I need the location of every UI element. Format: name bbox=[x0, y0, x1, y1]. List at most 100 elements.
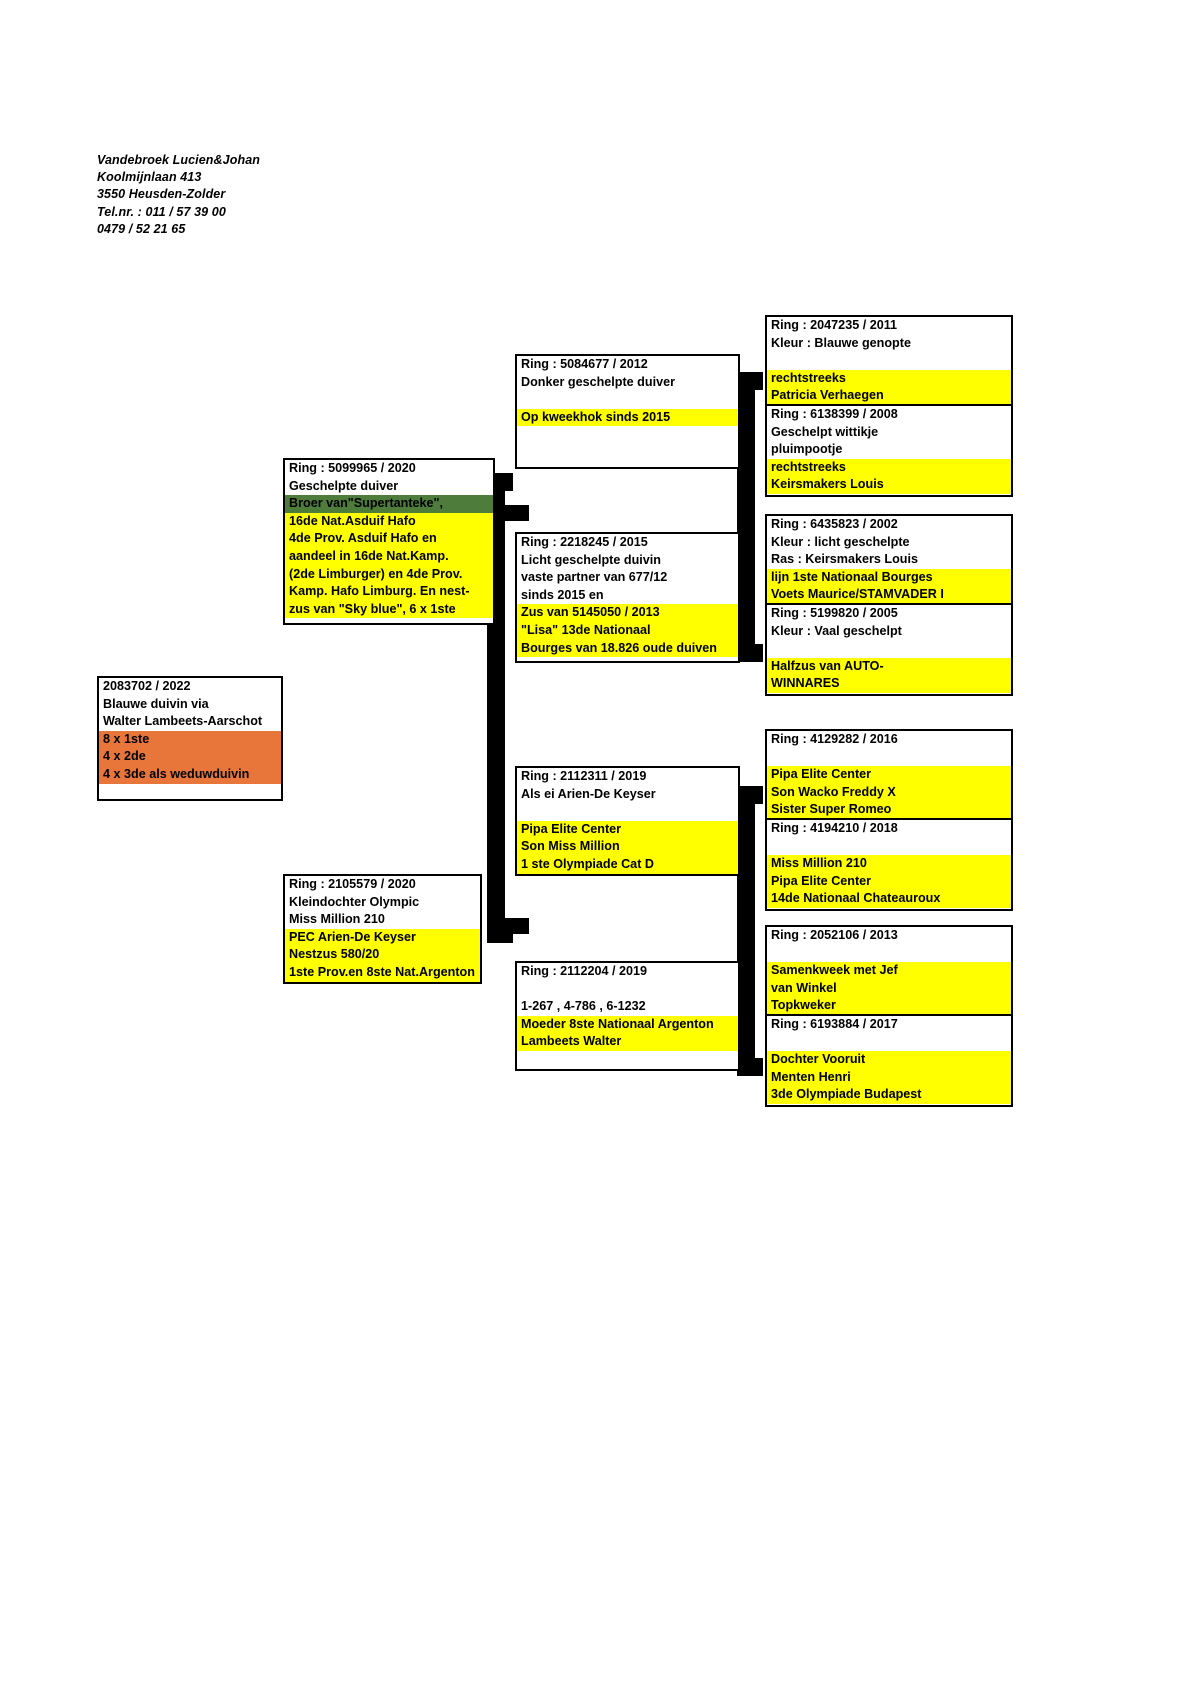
dam-dam-line-note-1: Moeder 8ste Nationaal Argenton bbox=[517, 1015, 738, 1034]
sd-dam-line-ring: Ring : 5199820 / 2005 bbox=[771, 606, 898, 620]
connector-sire-gen2-bottom-stub bbox=[737, 644, 763, 662]
sire-line-ring: Ring : 5099965 / 2020 bbox=[289, 461, 416, 475]
dam-line-desc-1: Kleindochter Olympic bbox=[289, 894, 420, 909]
sire-dam-line-note-1: Zus van 5145050 / 2013 bbox=[517, 604, 738, 622]
dam-sire-line-spacer bbox=[517, 803, 738, 821]
ds-dam-line-note-2: Pipa Elite Center bbox=[767, 872, 1011, 891]
sire-dam-line-color: Licht geschelpte duivin bbox=[521, 552, 661, 567]
ss-sire-line-note-1: rechtstreeks bbox=[767, 369, 1011, 388]
dd-sire-line-ring: Ring : 2052106 / 2013 bbox=[771, 928, 898, 942]
sd-dam-line-spacer bbox=[767, 640, 1011, 658]
ds-sire-line-note-3: Sister Super Romeo bbox=[767, 801, 1011, 819]
dd-dam-line-note-1: Dochter Vooruit bbox=[767, 1051, 1011, 1069]
sire-dam-line-note-3: Bourges van 18.826 oude duiven bbox=[517, 639, 738, 658]
sire-dam-box[interactable]: Ring : 2218245 / 2015 Licht geschelpte d… bbox=[515, 532, 740, 663]
ss-dam-line-color: Geschelpt wittikje bbox=[771, 424, 879, 439]
ss-sire-line-color: Kleur : Blauwe genopte bbox=[771, 335, 911, 350]
dam-sire-dam-box[interactable]: Ring : 4194210 / 2018 Miss Million 210 P… bbox=[765, 818, 1013, 911]
sd-dam-line-note-1: Halfzus van AUTO- bbox=[767, 657, 1011, 676]
sire-sire-box[interactable]: Ring : 5084677 / 2012 Donker geschelpte … bbox=[515, 354, 740, 469]
ds-sire-line-note-2: Son Wacko Freddy X bbox=[767, 783, 1011, 802]
sd-sire-line-note-2: Voets Maurice/STAMVADER I bbox=[767, 586, 1011, 604]
dd-sire-line-spacer bbox=[767, 945, 1011, 963]
sd-sire-line-color: Kleur : licht geschelpte bbox=[771, 534, 910, 549]
connector-sire-gen2-vertical bbox=[737, 372, 755, 662]
sire-line-note-4: (2de Limburger) en 4de Prov. bbox=[285, 565, 493, 584]
ss-dam-line-ring: Ring : 6138399 / 2008 bbox=[771, 407, 898, 421]
ss-sire-line-ring: Ring : 2047235 / 2011 bbox=[771, 318, 898, 332]
dd-sire-line-note-2: van Winkel bbox=[767, 979, 1011, 998]
subject-line-third: 4 x 3de als weduwduivin bbox=[99, 765, 281, 784]
dam-line-note-1: PEC Arien-De Keyser bbox=[285, 928, 480, 947]
breeder-mobile: 0479 / 52 21 65 bbox=[97, 221, 186, 236]
sire-sire-line-spacer-3 bbox=[517, 444, 738, 462]
sd-sire-line-note-1: lijn 1ste Nationaal Bourges bbox=[767, 568, 1011, 587]
subject-line-ring: 2083702 / 2022 bbox=[103, 679, 191, 693]
subject-box[interactable]: 2083702 / 2022 Blauwe duivin via Walter … bbox=[97, 676, 283, 801]
sire-dam-line-ring: Ring : 2218245 / 2015 bbox=[521, 535, 648, 549]
dam-dam-sire-box[interactable]: Ring : 2052106 / 2013 Samenkweek met Jef… bbox=[765, 925, 1013, 1018]
sire-dam-sire-box[interactable]: Ring : 6435823 / 2002 Kleur : licht gesc… bbox=[765, 514, 1013, 607]
ds-sire-line-note-1: Pipa Elite Center bbox=[767, 766, 1011, 784]
sire-dam-line-desc-2: sinds 2015 en bbox=[521, 587, 604, 602]
sire-line-note-2: 4de Prov. Asduif Hafo en bbox=[285, 530, 493, 548]
sd-sire-line-breed: Ras : Keirsmakers Louis bbox=[771, 552, 918, 567]
ds-dam-line-ring: Ring : 4194210 / 2018 bbox=[771, 821, 898, 835]
breeder-street: Koolmijnlaan 413 bbox=[97, 170, 202, 185]
dam-sire-line-note-1: Pipa Elite Center bbox=[517, 820, 738, 839]
ss-dam-line-detail: pluimpootje bbox=[771, 442, 843, 457]
connector-dam-gen2-top-stub bbox=[737, 786, 763, 804]
ss-sire-line-spacer bbox=[767, 352, 1011, 370]
dam-dam-line-results: 1-267 , 4-786 , 6-1232 bbox=[521, 999, 646, 1014]
sire-line-note-6: zus van "Sky blue", 6 x 1ste bbox=[285, 600, 493, 619]
sd-dam-line-color: Kleur : Vaal geschelpt bbox=[771, 623, 902, 638]
breeder-details: Vandebroek Lucien&Johan Koolmijnlaan 413… bbox=[97, 152, 260, 238]
sire-sire-line-ring: Ring : 5084677 / 2012 bbox=[521, 357, 648, 371]
dam-box[interactable]: Ring : 2105579 / 2020 Kleindochter Olymp… bbox=[283, 874, 482, 984]
ss-dam-line-note-2: Keirsmakers Louis bbox=[767, 476, 1011, 494]
dd-sire-line-note-3: Topkweker bbox=[767, 997, 1011, 1015]
dd-dam-line-ring: Ring : 6193884 / 2017 bbox=[771, 1017, 898, 1031]
sire-sire-line-spacer-2 bbox=[517, 426, 738, 444]
dd-dam-line-note-2: Menten Henri bbox=[767, 1068, 1011, 1087]
sire-box[interactable]: Ring : 5099965 / 2020 Geschelpte duiver … bbox=[283, 458, 495, 625]
dam-dam-line-note-2: Lambeets Walter bbox=[517, 1033, 738, 1051]
sire-dam-dam-box[interactable]: Ring : 5199820 / 2005 Kleur : Vaal gesch… bbox=[765, 603, 1013, 696]
sire-line-color: Geschelpte duiver bbox=[289, 478, 399, 493]
sire-sire-line-note: Op kweekhok sinds 2015 bbox=[517, 408, 738, 427]
sd-dam-line-note-2: WINNARES bbox=[767, 675, 1011, 693]
sire-sire-dam-box[interactable]: Ring : 6138399 / 2008 Geschelpt wittikje… bbox=[765, 404, 1013, 497]
sd-sire-line-ring: Ring : 6435823 / 2002 bbox=[771, 517, 898, 531]
ss-dam-line-note-1: rechtstreeks bbox=[767, 458, 1011, 477]
sire-sire-sire-box[interactable]: Ring : 2047235 / 2011 Kleur : Blauwe gen… bbox=[765, 315, 1013, 408]
ds-dam-line-note-1: Miss Million 210 bbox=[767, 855, 1011, 873]
ds-sire-line-spacer bbox=[767, 749, 1011, 767]
dam-sire-line-ring: Ring : 2112311 / 2019 bbox=[521, 769, 647, 783]
dam-dam-box[interactable]: Ring : 2112204 / 2019 1-267 , 4-786 , 6-… bbox=[515, 961, 740, 1071]
connector-sire-gen2-top-stub bbox=[737, 372, 763, 390]
connector-sire-gen2-inlet bbox=[487, 505, 529, 521]
dam-sire-line-desc: Als ei Arien-De Keyser bbox=[521, 786, 656, 801]
dam-sire-box[interactable]: Ring : 2112311 / 2019 Als ei Arien-De Ke… bbox=[515, 766, 740, 876]
dd-dam-line-spacer bbox=[767, 1034, 1011, 1052]
sire-sire-line-spacer-1 bbox=[517, 391, 738, 409]
dam-line-note-2: Nestzus 580/20 bbox=[285, 946, 480, 964]
dam-sire-line-note-3: 1 ste Olympiade Cat D bbox=[517, 855, 738, 874]
dam-dam-dam-box[interactable]: Ring : 6193884 / 2017 Dochter Vooruit Me… bbox=[765, 1014, 1013, 1107]
ds-sire-line-ring: Ring : 4129282 / 2016 bbox=[771, 732, 898, 746]
dam-line-ring: Ring : 2105579 / 2020 bbox=[289, 877, 416, 891]
dam-line-note-3: 1ste Prov.en 8ste Nat.Argenton bbox=[285, 963, 480, 982]
ds-dam-line-spacer bbox=[767, 838, 1011, 856]
breeder-city: 3550 Heusden-Zolder bbox=[97, 187, 226, 202]
dd-dam-line-note-3: 3de Olympiade Budapest bbox=[767, 1086, 1011, 1104]
subject-line-via: Walter Lambeets-Aarschot bbox=[103, 714, 263, 729]
subject-line-second: 4 x 2de bbox=[99, 748, 281, 766]
dam-line-desc-2: Miss Million 210 bbox=[289, 912, 385, 927]
connector-dam-gen2-vertical bbox=[737, 786, 755, 1076]
sire-line-note-1: 16de Nat.Asduif Hafo bbox=[285, 512, 493, 531]
subject-line-first: 8 x 1ste bbox=[99, 730, 281, 749]
sire-line-brother: Broer van"Supertanteke", bbox=[285, 495, 493, 513]
ds-dam-line-note-3: 14de Nationaal Chateauroux bbox=[767, 890, 1011, 908]
dam-sire-sire-box[interactable]: Ring : 4129282 / 2016 Pipa Elite Center … bbox=[765, 729, 1013, 822]
